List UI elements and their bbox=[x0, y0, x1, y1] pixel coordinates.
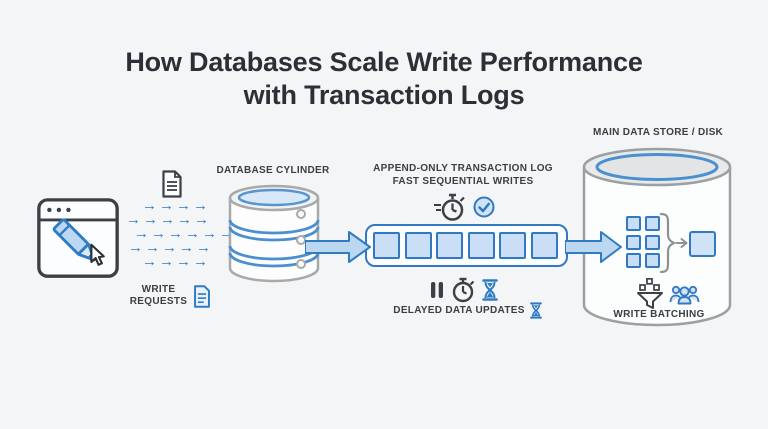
hourglass-icon bbox=[482, 279, 498, 301]
write-arrows: →→→→→→→→→→→→→→→→→→→→→→→→ bbox=[126, 197, 236, 270]
write-arrow-icon: → bbox=[142, 197, 157, 214]
transaction-log-square bbox=[499, 232, 526, 259]
write-arrow-icon: → bbox=[142, 253, 157, 270]
hourglass-small-icon bbox=[529, 302, 542, 319]
write-arrow-icon: → bbox=[162, 239, 177, 256]
write-arrow-icon: → bbox=[145, 239, 160, 256]
write-arrow-icon: → bbox=[176, 197, 191, 214]
write-arrow-icon: → bbox=[159, 253, 174, 270]
page-title: How Databases Scale Write Performance wi… bbox=[0, 46, 768, 112]
title-line1: How Databases Scale Write Performance bbox=[125, 47, 643, 77]
log-label-line1: APPEND-ONLY TRANSACTION LOG bbox=[373, 163, 553, 174]
write-requests-label-row: WRITE REQUESTS bbox=[120, 284, 220, 308]
check-circle-icon bbox=[473, 196, 495, 218]
batch-writes-grid-square bbox=[644, 234, 660, 250]
transaction-log-square bbox=[404, 232, 432, 259]
fast-writes-icon-row bbox=[433, 193, 495, 221]
main-store-label: MAIN DATA STORE / DISK bbox=[592, 127, 724, 138]
write-client-window-icon bbox=[37, 198, 119, 278]
title-line2: with Transaction Logs bbox=[243, 80, 525, 110]
transaction-log bbox=[365, 224, 568, 267]
transaction-log-square bbox=[436, 232, 463, 259]
database-cylinder-label: DATABASE CYLINDER bbox=[216, 165, 330, 176]
write-arrow-icon: → bbox=[196, 239, 211, 256]
stopwatch-icon bbox=[452, 277, 475, 303]
log-label: APPEND-ONLY TRANSACTION LOG FAST SEQUENT… bbox=[360, 162, 566, 188]
write-arrow-icon: → bbox=[128, 239, 143, 256]
write-arrow-icon: → bbox=[202, 225, 217, 242]
write-arrow-icon: → bbox=[151, 225, 166, 242]
batch-brace-icon bbox=[659, 212, 688, 274]
batch-writes-grid-square bbox=[626, 234, 641, 250]
write-arrow-icon: → bbox=[168, 225, 183, 242]
delayed-label: DELAYED DATA UPDATES bbox=[393, 305, 525, 316]
write-arrow-icon: → bbox=[177, 211, 192, 228]
flow-arrow-to-store-icon bbox=[565, 231, 622, 263]
flow-arrow-to-log-icon bbox=[305, 231, 371, 263]
batch-writes-grid-square bbox=[626, 253, 641, 268]
users-group-icon bbox=[669, 285, 700, 304]
write-arrow-icon: → bbox=[126, 211, 141, 228]
delayed-icon-row bbox=[430, 277, 498, 303]
speed-stopwatch-icon bbox=[434, 193, 465, 221]
write-arrow-icon: → bbox=[134, 225, 149, 242]
write-batching-label: WRITE BATCHING bbox=[613, 309, 705, 320]
batched-write-square bbox=[689, 231, 716, 257]
write-arrow-icon: → bbox=[185, 225, 200, 242]
transaction-log-square bbox=[530, 232, 558, 259]
log-label-line2: FAST SEQUENTIAL WRITES bbox=[392, 176, 534, 187]
write-requests-label: WRITE REQUESTS bbox=[129, 284, 188, 307]
pause-icon bbox=[431, 282, 443, 298]
database-cylinder-icon bbox=[228, 184, 320, 283]
write-arrow-icon: → bbox=[193, 253, 208, 270]
batch-writes-grid-square bbox=[644, 253, 660, 268]
document-icon bbox=[162, 170, 182, 198]
write-arrow-icon: → bbox=[194, 211, 209, 228]
batch-writes-grid-square bbox=[644, 216, 660, 231]
write-arrow-icon: → bbox=[176, 253, 191, 270]
write-request-doc-icon bbox=[193, 284, 210, 308]
write-arrow-icon: → bbox=[143, 211, 158, 228]
transaction-log-square bbox=[373, 232, 400, 259]
transaction-log-square bbox=[467, 232, 495, 259]
write-arrow-icon: → bbox=[193, 197, 208, 214]
cursor-icon bbox=[90, 243, 105, 266]
write-arrow-icon: → bbox=[159, 197, 174, 214]
funnel-icon bbox=[637, 278, 663, 309]
delayed-label-row: DELAYED DATA UPDATES bbox=[385, 302, 550, 319]
write-arrow-icon: → bbox=[160, 211, 175, 228]
write-arrow-icon: → bbox=[179, 239, 194, 256]
batch-writes-grid-square bbox=[626, 216, 641, 231]
batching-icon-row bbox=[636, 278, 700, 309]
batch-writes-grid bbox=[626, 216, 660, 268]
